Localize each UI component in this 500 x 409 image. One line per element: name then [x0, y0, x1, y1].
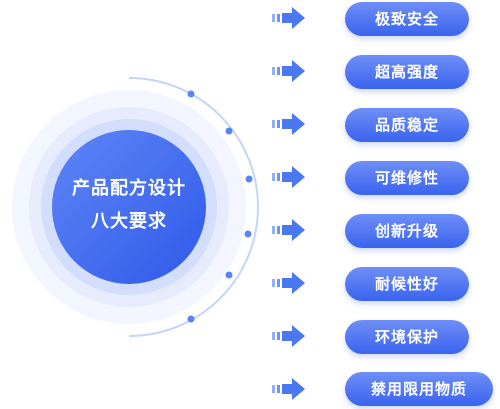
arrow-right-icon — [272, 378, 305, 400]
arc-dot-4 — [244, 230, 252, 238]
requirement-pill-1: 极致安全 — [345, 2, 469, 36]
requirement-pill-4: 可维修性 — [345, 161, 469, 195]
requirement-pill-3: 品质稳定 — [345, 108, 469, 142]
requirement-pill-5: 创新升级 — [345, 214, 469, 248]
requirement-pill-6: 耐候性好 — [345, 267, 469, 301]
arrow-right-icon — [272, 272, 305, 294]
core-circle — [52, 130, 206, 284]
requirement-pill-7: 环境保护 — [345, 320, 469, 354]
arrow-right-icon — [272, 219, 305, 241]
center-title: 产品配方设计 八大要求 — [50, 172, 208, 238]
center-title-line-1: 产品配方设计 — [72, 178, 186, 199]
arc-dot-5 — [225, 271, 233, 279]
arc-dot-6 — [187, 315, 195, 323]
arc-dot-2 — [225, 127, 233, 135]
requirement-pill-2: 超高强度 — [345, 55, 469, 89]
arc-dot-1 — [187, 90, 195, 98]
arrow-right-icon — [272, 7, 305, 29]
requirement-pill-8: 禁用限用物质 — [345, 372, 493, 406]
arrow-right-icon — [272, 325, 305, 347]
arrow-right-icon — [272, 60, 305, 82]
arrow-right-icon — [272, 166, 305, 188]
arrow-right-icon — [272, 113, 305, 135]
center-title-line-2: 八大要求 — [91, 211, 167, 232]
arc-dot-3 — [245, 175, 253, 183]
